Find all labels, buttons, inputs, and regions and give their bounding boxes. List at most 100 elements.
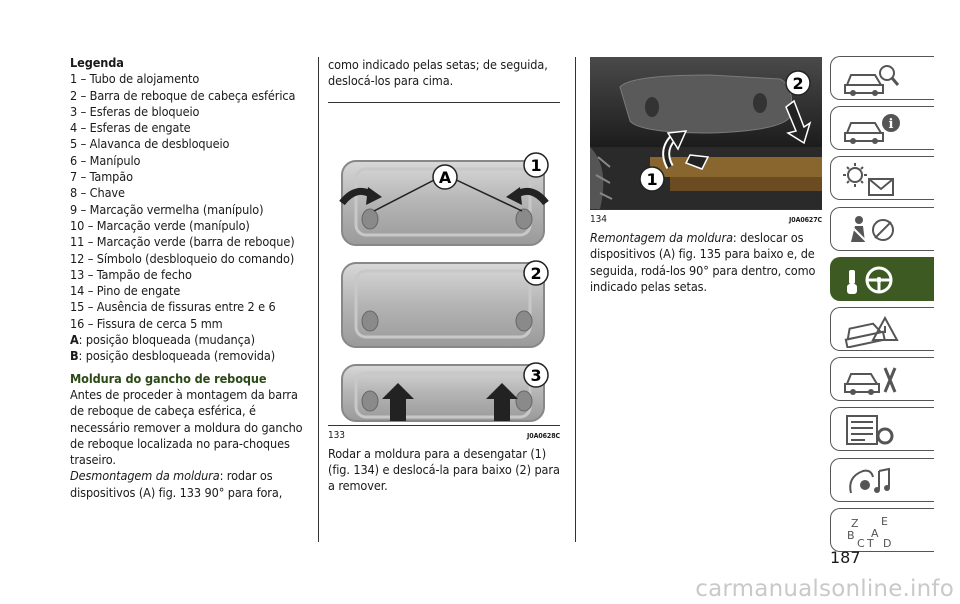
desmontagem-label: Desmontagem da moldura [70, 468, 220, 484]
figure-134-callouts: 2 1 [639, 70, 811, 192]
page-number: 187 [830, 548, 861, 567]
legend-item: 4 – Esferas de engate [70, 120, 310, 136]
legend-text: – Símbolo (desbloqueio do comando) [84, 250, 295, 266]
figure-134: 2 1 [590, 57, 822, 209]
tab-multimedia[interactable] [830, 457, 934, 502]
car-maintenance-icon [844, 367, 897, 396]
legend-text: – Manípulo [77, 152, 141, 168]
figure-133-number: 133 [328, 429, 345, 441]
technical-data-icon [846, 415, 894, 446]
legend-text: : posição bloqueada (mudança) [78, 332, 255, 348]
legend-key: B [70, 348, 79, 364]
remontagem-paragraph: Remontagem da moldura: deslocar os dispo… [590, 230, 822, 295]
legend-item: 3 – Esferas de bloqueio [70, 104, 310, 120]
section-intro: Antes de proceder à montagem da barra de… [70, 386, 303, 468]
legend-key: 9 [70, 201, 78, 217]
dashboard-lights-icon [843, 163, 894, 197]
legend-key: 4 [70, 120, 78, 136]
legend-key: 12 [70, 250, 85, 266]
column-divider-1 [318, 57, 319, 542]
legend-key: 10 [70, 217, 85, 233]
legend-key: 13 [70, 266, 85, 282]
callout-134-2: 2 [792, 74, 803, 93]
chapter-sidebar: i Z E B A C D T [830, 56, 934, 558]
legend-item: B: posição desbloqueada (removida) [70, 348, 310, 364]
legend-key: 14 [70, 283, 85, 299]
index-letter-c: C [857, 537, 865, 549]
legend-item: 1 – Tubo de alojamento [70, 71, 310, 87]
legend-key: 2 [70, 87, 78, 103]
legend-text: – Esferas de bloqueio [77, 103, 200, 119]
legend-key: 7 [70, 169, 78, 185]
col2-continuation: como indicado pelas setas; de seguida, d… [328, 57, 548, 89]
legend-item: 5 – Alavanca de desbloqueio [70, 136, 310, 152]
legend-item: A: posição bloqueada (mudança) [70, 332, 310, 348]
section-title: Moldura do gancho de reboque [70, 370, 267, 386]
car-emergency-icon [844, 315, 899, 348]
index-letter-t: T [866, 537, 874, 549]
legend-key: 1 [70, 71, 78, 87]
legend-key: 6 [70, 152, 78, 168]
tab-emergency[interactable] [830, 306, 934, 351]
safety-belt-airbag-icon [850, 215, 894, 243]
legend-key: 5 [70, 136, 78, 152]
alphabetical-index-icon: Z E B A C D T [847, 515, 891, 549]
moulding-panel-c [341, 363, 545, 422]
column-2: como indicado pelas setas; de seguida, d… [328, 57, 560, 494]
legend-text: – Marcação verde (manípulo) [84, 217, 250, 233]
legend-title: Legenda [70, 55, 124, 70]
legend-key: 15 [70, 299, 85, 315]
key-steering-wheel-icon [847, 266, 893, 294]
legend-text: – Marcação verde (barra de reboque) [84, 234, 295, 250]
legend-item: 2 – Barra de reboque de cabeça esférica [70, 88, 310, 104]
legend-item: 6 – Manípulo [70, 153, 310, 169]
tab-dashboard-lights[interactable] [830, 156, 934, 201]
moulding-panel-a [339, 159, 549, 246]
figure-133: A 1 2 3 [339, 151, 549, 422]
multimedia-icon [849, 467, 890, 493]
legend-text: – Tubo de alojamento [77, 71, 200, 87]
column-3: 2 1 134 J0A0627C Remontagem da moldura: … [590, 57, 822, 295]
legend-item: 14 – Pino de engate [70, 283, 310, 299]
callout-a: A [439, 168, 452, 187]
car-info-icon: i [844, 114, 900, 145]
legend-text: – Ausência de fissuras entre 2 e 6 [84, 299, 276, 315]
moulding-panel-b [341, 261, 545, 348]
tab-starting-driving[interactable] [830, 256, 934, 301]
tab-index[interactable]: Z E B A C D T [830, 507, 934, 552]
figure-134-number: 134 [590, 214, 607, 225]
callout-134-1: 1 [646, 170, 657, 189]
remontagem-label: Remontagem da moldura [590, 230, 733, 245]
legend-text: – Tampão de fecho [84, 266, 192, 282]
legend-item: 9 – Marcação vermelha (manípulo) [70, 202, 310, 218]
legend-text: – Chave [77, 185, 125, 201]
figure-134-caption: 134 J0A0627C [590, 212, 822, 225]
legend-key: 8 [70, 185, 78, 201]
legend-text: – Marcação vermelha (manípulo) [77, 201, 264, 217]
callout-2: 2 [530, 264, 541, 283]
tab-car-info[interactable]: i [830, 106, 934, 151]
svg-text:i: i [889, 117, 894, 132]
legend-key: 16 [70, 315, 85, 331]
col2-text-after: Rodar a moldura para a desengatar (1) (f… [328, 445, 560, 494]
legend-text: – Tampão [77, 169, 133, 185]
figure-133-caption: 133 J0A0628C [328, 428, 560, 441]
tab-maintenance[interactable] [830, 357, 934, 402]
column-divider-2 [575, 57, 576, 542]
tab-technical-data[interactable] [830, 407, 934, 452]
car-search-icon [844, 65, 900, 96]
callout-3: 3 [530, 366, 541, 385]
legend-text: – Fissura de cerca 5 mm [84, 315, 223, 331]
legend-text: – Barra de reboque de cabeça esférica [77, 87, 296, 103]
tab-safety[interactable] [830, 206, 934, 251]
tab-car-search[interactable] [830, 56, 934, 100]
remontagem-text: : deslocar os dispositivos (A) fig. 135 … [590, 230, 816, 294]
legend-text: – Alavanca de desbloqueio [77, 136, 230, 152]
desmontagem-paragraph: Desmontagem da moldura: rodar os disposi… [70, 468, 310, 501]
legend-key: A [70, 332, 79, 348]
legend-item: 10 – Marcação verde (manípulo) [70, 218, 310, 234]
legend-text: : posição desbloqueada (removida) [78, 348, 276, 364]
index-letter-z: Z [851, 517, 859, 530]
